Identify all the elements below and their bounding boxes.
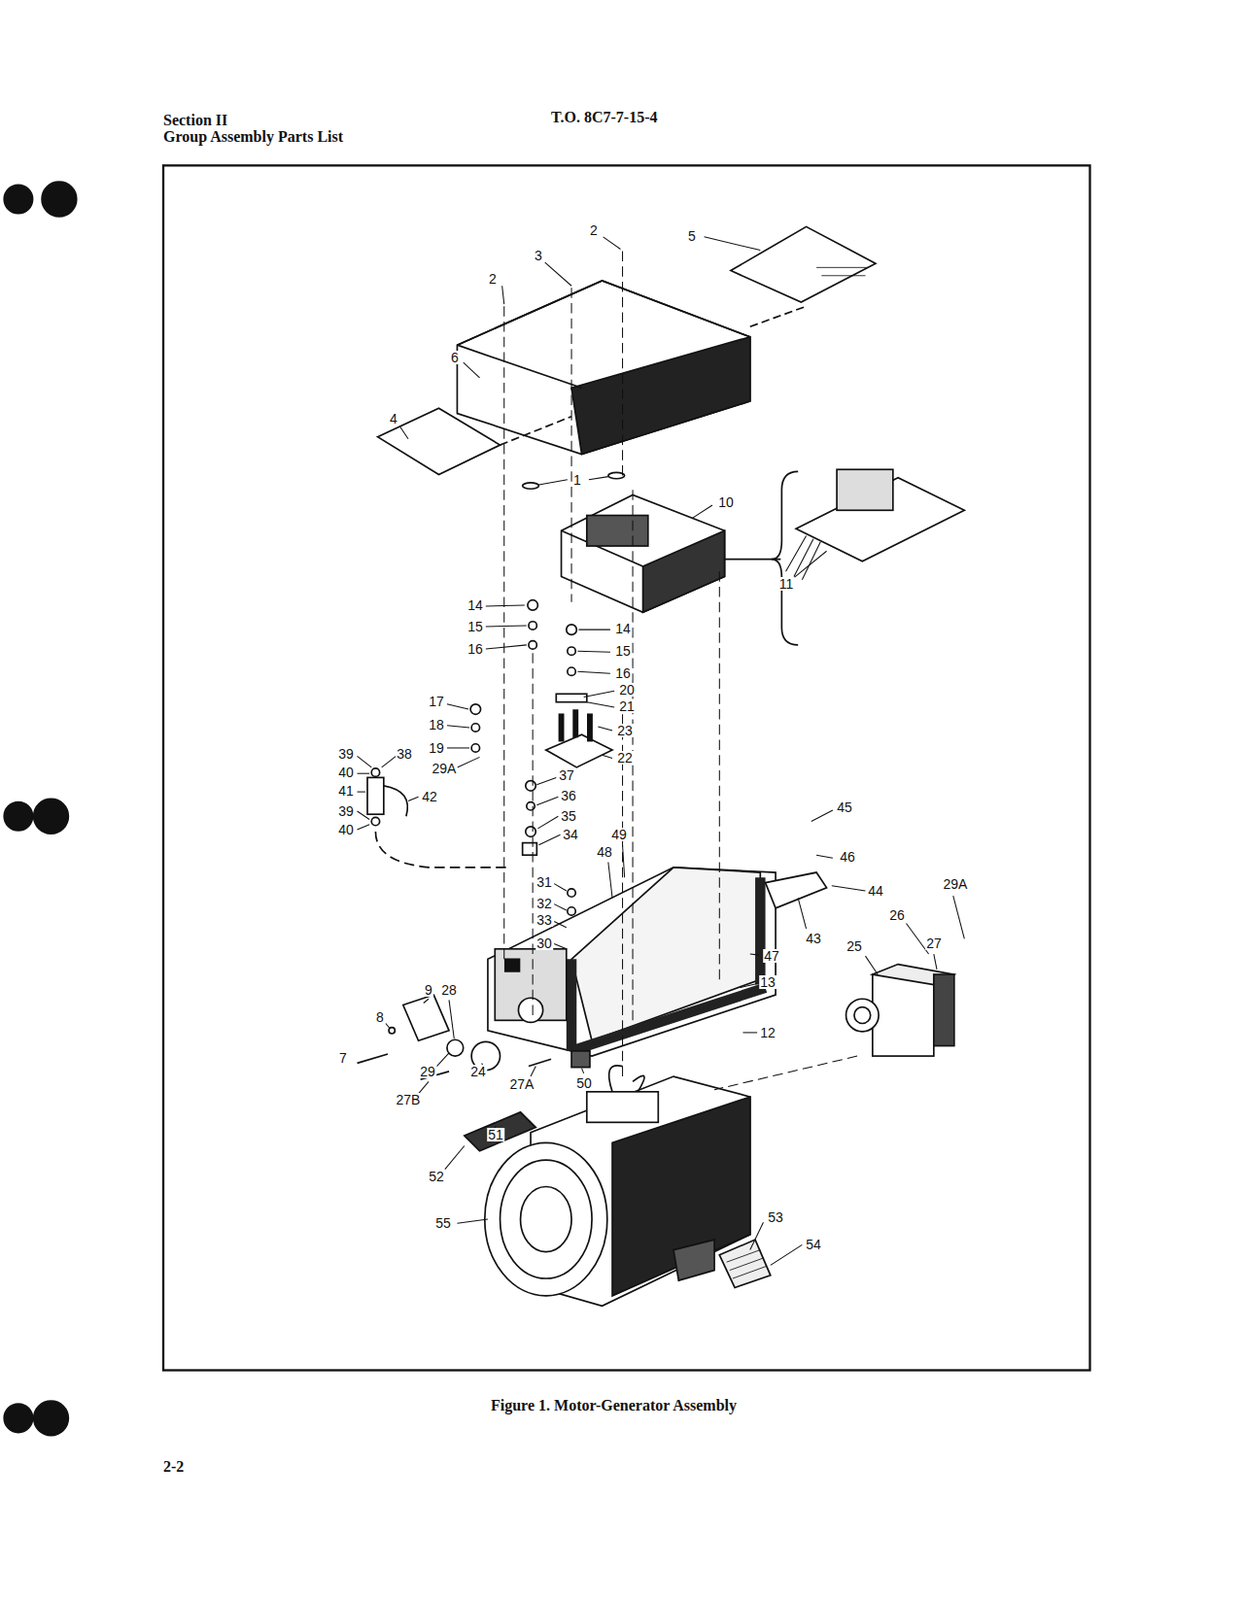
callout-number: 5 (687, 229, 697, 243)
callout-number: 16 (614, 666, 632, 681)
callout-number: 38 (395, 747, 414, 761)
callout-number: 39 (337, 804, 355, 819)
callout-number: 4 (388, 412, 399, 426)
header-text: Group Assembly Parts List (163, 129, 344, 145)
callout-number: 27A (509, 1077, 536, 1092)
callout-number: 36 (559, 789, 578, 803)
callout-number: 2 (487, 272, 498, 286)
callout-number: 54 (804, 1238, 823, 1252)
callout-number: 14 (466, 598, 484, 613)
callout-number: 3 (533, 248, 544, 263)
callout-number: 21 (618, 699, 636, 714)
callout-number: 11 (778, 577, 795, 591)
callout-number: 23 (616, 724, 634, 738)
callout-number: 51 (486, 1128, 505, 1142)
callout-number: 22 (616, 751, 634, 765)
callout-number: 6 (449, 350, 460, 365)
callout-number: 40 (337, 823, 355, 837)
callout-number: 40 (337, 765, 355, 780)
callout-number: 24 (469, 1065, 487, 1079)
header-text: T.O. 8C7-7-15-4 (551, 109, 657, 126)
callout-number: 34 (561, 828, 580, 842)
callout-number: 14 (614, 621, 632, 636)
header-text: 2-2 (163, 1459, 184, 1476)
callout-number: 45 (835, 800, 854, 815)
callout-number: 27 (925, 936, 943, 951)
callout-number: 27B (395, 1093, 422, 1107)
callout-number: 28 (440, 983, 458, 998)
callout-number: 50 (575, 1076, 593, 1091)
callout-number: 55 (434, 1216, 452, 1231)
callout-number: 29A (942, 877, 969, 892)
callout-number: 1 (572, 473, 583, 487)
callout-number: 35 (559, 809, 578, 824)
callout-number: 15 (614, 644, 632, 658)
callout-number: 30 (535, 936, 553, 951)
callout-number: 49 (610, 828, 628, 842)
callout-number: 9 (423, 983, 434, 998)
callout-number: 52 (427, 1170, 446, 1184)
figure-caption: Figure 1. Motor-Generator Assembly (490, 1398, 737, 1415)
callout-number: 18 (427, 718, 446, 732)
callout-number: 13 (759, 975, 777, 990)
callout-number: 29 (418, 1065, 437, 1079)
callout-number: 2 (588, 223, 599, 238)
callout-number: 53 (766, 1210, 785, 1225)
callout-number: 46 (838, 850, 857, 864)
callout-number: 8 (375, 1010, 385, 1025)
callout-number: 16 (466, 642, 484, 657)
callout-number: 20 (618, 683, 636, 697)
callout-number: 32 (535, 897, 553, 911)
callout-number: 26 (888, 908, 906, 923)
callout-number: 15 (466, 620, 484, 634)
callout-number: 41 (337, 784, 355, 798)
callout-number: 42 (420, 790, 439, 804)
callout-number: 33 (535, 913, 553, 928)
callout-number: 10 (717, 495, 735, 510)
callout-number: 39 (337, 747, 355, 761)
callout-number: 43 (804, 932, 823, 946)
callout-number: 19 (427, 741, 446, 756)
header-text: Section II (163, 112, 228, 129)
callout-number: 31 (535, 875, 553, 890)
callout-number: 37 (557, 768, 576, 783)
callout-number: 7 (338, 1051, 348, 1066)
callout-number: 25 (845, 939, 864, 954)
callout-number: 47 (762, 949, 781, 964)
callout-number: 44 (866, 884, 885, 898)
callout-number: 29A (431, 761, 458, 776)
callout-number: 12 (759, 1026, 777, 1040)
callout-number: 48 (595, 845, 614, 860)
callout-number: 17 (427, 694, 446, 709)
